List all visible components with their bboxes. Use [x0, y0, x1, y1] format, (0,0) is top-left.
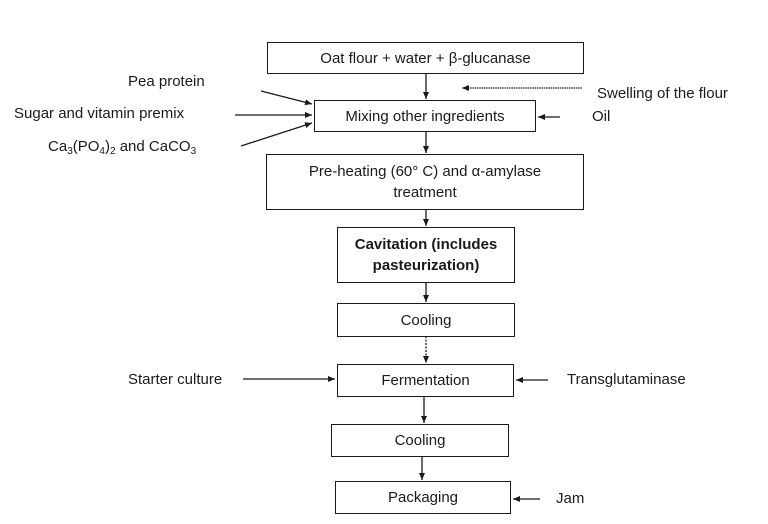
step-cooling-1: Cooling — [337, 303, 515, 337]
step-label: Fermentation — [381, 372, 470, 389]
step-fermentation: Fermentation — [337, 364, 514, 397]
arrow-pea-protein — [260, 90, 313, 106]
subscript: 2 — [109, 146, 116, 157]
step-label: Oat flour + water + β-glucanase — [320, 49, 531, 67]
step-label: Packaging — [387, 489, 459, 506]
input-oil: Oil — [592, 108, 611, 125]
step-mixing: Mixing other ingredients — [314, 100, 536, 132]
input-pea-protein: Pea protein — [128, 73, 205, 90]
subscript: 3 — [67, 146, 73, 157]
step-label: Mixing other ingredients — [345, 107, 505, 125]
text: and CaCO — [115, 138, 191, 155]
text: Ca — [48, 138, 68, 155]
step-cooling-2: Cooling — [331, 424, 509, 457]
step-preheating: Pre-heating (60° C) and α-amylase treatm… — [266, 154, 584, 210]
input-transglutaminase: Transglutaminase — [567, 371, 686, 388]
input-swelling: Swelling of the flour — [597, 85, 728, 102]
input-jam: Jam — [556, 490, 585, 507]
step-label: Cavitation (includes pasteurization) — [354, 236, 498, 274]
input-starter-culture: Starter culture — [128, 371, 223, 388]
text: (PO — [72, 138, 100, 155]
step-label: Cooling — [400, 311, 452, 329]
subscript: 4 — [99, 146, 105, 157]
step-label: Cooling — [394, 432, 446, 449]
step-cavitation: Cavitation (includes pasteurization) — [337, 227, 515, 283]
step-oat-flour: Oat flour + water + β-glucanase — [267, 42, 584, 74]
text: ) — [104, 138, 110, 155]
step-packaging: Packaging — [335, 481, 511, 514]
step-label: Pre-heating (60° C) and α-amylase treatm… — [308, 163, 542, 201]
input-calcium: Ca3(PO4)2 and CaCO3 — [48, 138, 197, 157]
subscript: 3 — [190, 146, 197, 157]
input-sugar-premix: Sugar and vitamin premix — [14, 105, 185, 122]
arrow-calcium — [240, 122, 313, 147]
